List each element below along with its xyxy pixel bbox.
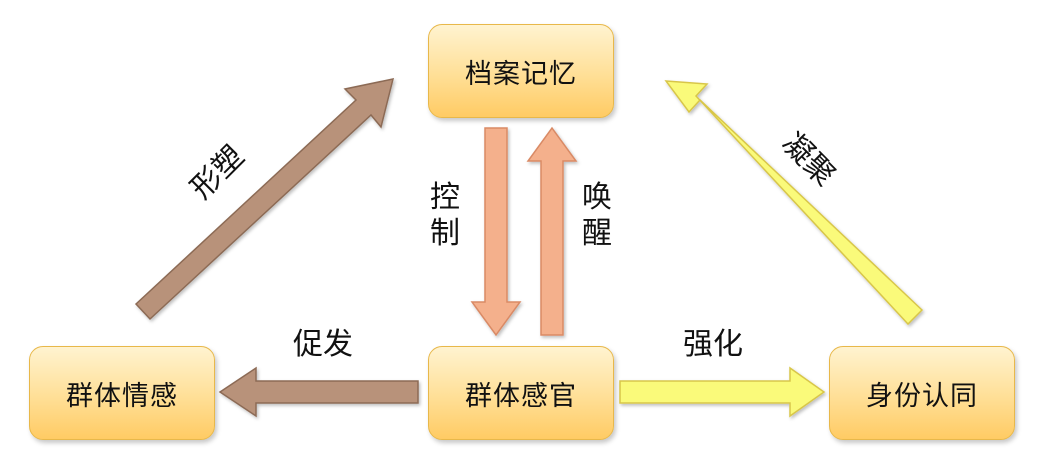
node-identity: 身份认同	[829, 346, 1015, 440]
node-group-senses-label: 群体感官	[465, 380, 577, 412]
node-group-senses: 群体感官	[428, 346, 614, 440]
edge-label-strengthen: 强化	[683, 327, 743, 362]
node-archive-memory-label: 档案记忆	[465, 58, 577, 90]
arrow-promote	[218, 366, 419, 418]
arrow-shape	[134, 78, 395, 321]
edge-label-promote: 促发	[293, 327, 353, 362]
arrow-awaken	[526, 126, 578, 336]
node-group-emotion-label: 群体情感	[66, 380, 178, 412]
node-archive-memory: 档案记忆	[428, 24, 614, 118]
arrow-condense	[664, 80, 924, 326]
arrow-strengthen	[619, 366, 826, 418]
arrow-control	[470, 127, 522, 337]
node-identity-label: 身份认同	[866, 380, 978, 412]
edge-label-control: 控制	[430, 180, 460, 251]
edge-label-awaken: 唤醒	[582, 180, 612, 251]
node-group-emotion: 群体情感	[29, 346, 215, 440]
